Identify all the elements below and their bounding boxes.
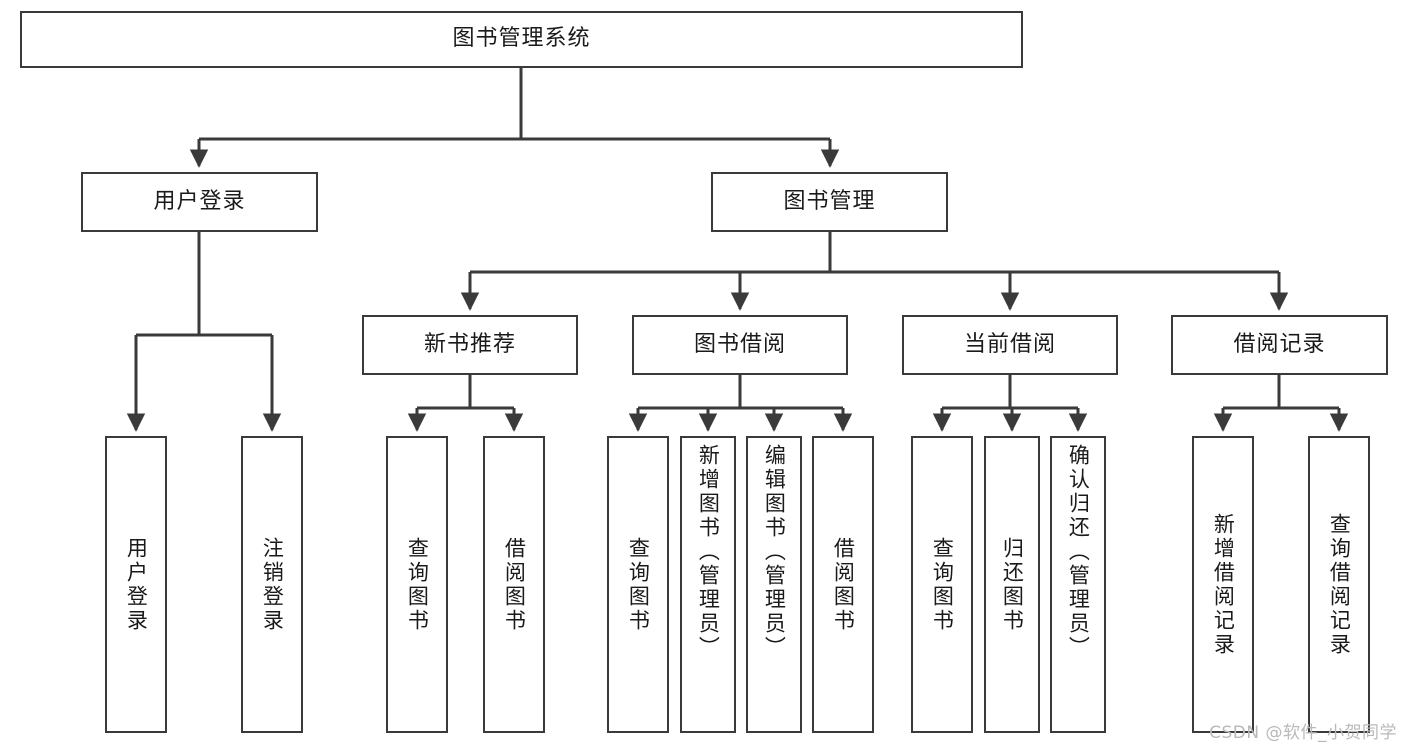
- leaf-query-borrow-record[interactable]: 查询借阅记录: [1308, 436, 1370, 733]
- leaf-user-login-label: 用户登录: [124, 536, 149, 633]
- node-root[interactable]: 图书管理系统: [20, 11, 1023, 68]
- leaf-user-login[interactable]: 用户登录: [105, 436, 167, 733]
- leaf-borrow-book-nbr[interactable]: 借阅图书: [483, 436, 545, 733]
- node-user-login[interactable]: 用户登录: [81, 172, 318, 232]
- node-current-borrow-label: 当前借阅: [963, 331, 1056, 357]
- leaf-logout-label: 注销登录: [260, 536, 285, 633]
- leaf-add-book-admin-label: 新增图书（管理员）: [696, 444, 721, 660]
- leaf-query-book-bb[interactable]: 查询图书: [607, 436, 669, 733]
- node-current-borrow[interactable]: 当前借阅: [902, 315, 1118, 375]
- node-borrow-record-label: 借阅记录: [1233, 331, 1326, 357]
- leaf-logout[interactable]: 注销登录: [241, 436, 303, 733]
- leaf-confirm-return-admin-label: 确认归还（管理员）: [1066, 444, 1091, 660]
- leaf-confirm-return-admin[interactable]: 确认归还（管理员）: [1050, 436, 1106, 733]
- leaf-query-book-bb-label: 查询图书: [626, 536, 651, 633]
- leaf-query-book-cb[interactable]: 查询图书: [911, 436, 973, 733]
- node-borrow-record[interactable]: 借阅记录: [1171, 315, 1388, 375]
- node-book-management[interactable]: 图书管理: [711, 172, 948, 232]
- leaf-query-borrow-record-label: 查询借阅记录: [1327, 512, 1352, 657]
- leaf-query-book-nbr[interactable]: 查询图书: [386, 436, 448, 733]
- leaf-query-book-nbr-label: 查询图书: [405, 536, 430, 633]
- watermark: CSDN @软件_小贺同学: [1209, 723, 1397, 743]
- node-new-book-recommend[interactable]: 新书推荐: [362, 315, 578, 375]
- node-new-book-recommend-label: 新书推荐: [423, 331, 516, 357]
- node-book-borrow[interactable]: 图书借阅: [632, 315, 848, 375]
- node-user-login-label: 用户登录: [153, 188, 246, 214]
- leaf-edit-book-admin[interactable]: 编辑图书（管理员）: [746, 436, 802, 733]
- node-root-label: 图书管理系统: [452, 26, 591, 52]
- leaf-add-book-admin[interactable]: 新增图书（管理员）: [680, 436, 736, 733]
- leaf-borrow-book-nbr-label: 借阅图书: [502, 536, 527, 633]
- leaf-query-book-cb-label: 查询图书: [930, 536, 955, 633]
- leaf-return-book-label: 归还图书: [1000, 536, 1025, 633]
- leaf-return-book[interactable]: 归还图书: [984, 436, 1040, 733]
- leaf-borrow-book-bb-label: 借阅图书: [831, 536, 856, 633]
- leaf-edit-book-admin-label: 编辑图书（管理员）: [762, 444, 787, 660]
- node-book-borrow-label: 图书借阅: [693, 331, 786, 357]
- leaf-borrow-book-bb[interactable]: 借阅图书: [812, 436, 874, 733]
- node-book-management-label: 图书管理: [783, 188, 876, 214]
- leaf-add-borrow-record-label: 新增借阅记录: [1211, 512, 1236, 657]
- leaf-add-borrow-record[interactable]: 新增借阅记录: [1192, 436, 1254, 733]
